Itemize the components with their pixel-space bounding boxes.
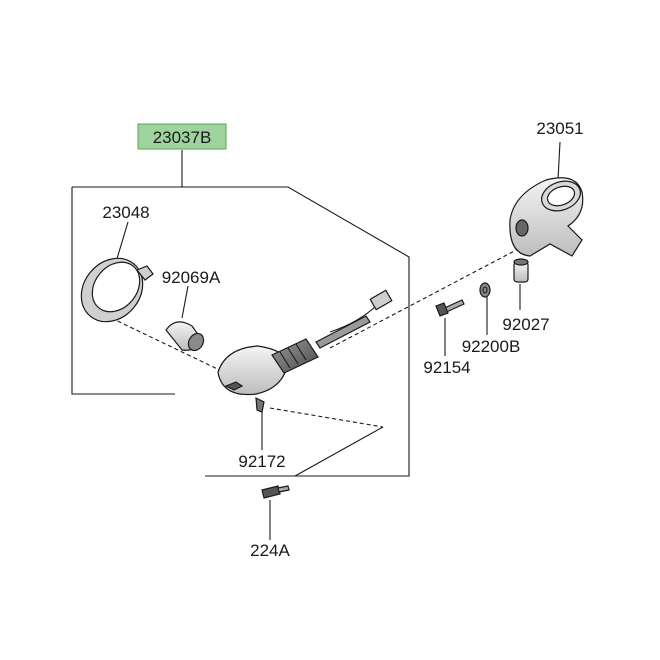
part-label-lens: 23048	[102, 203, 149, 222]
part-label-collar: 92027	[502, 315, 549, 334]
labels: 23037B 23048 92069A 23051 92027 92200B 9…	[102, 119, 583, 560]
signal-housing-part	[217, 289, 393, 396]
part-label-bolt: 92154	[423, 358, 470, 377]
washer-part	[479, 282, 491, 298]
bolt-part	[435, 299, 465, 317]
part-label-bracket: 23051	[536, 119, 583, 138]
part-label-assembly: 23037B	[153, 128, 212, 147]
part-label-bulb: 92069A	[162, 268, 221, 287]
part-label-screw-lens: 92172	[238, 452, 285, 471]
screw-lens-part	[255, 396, 265, 413]
collar-part	[513, 258, 529, 283]
bulb-part	[165, 321, 205, 352]
assembly-outline	[71, 150, 410, 477]
bracket-part	[509, 177, 584, 257]
leader-lines	[104, 141, 561, 540]
part-label-screw-bottom: 224A	[250, 541, 290, 560]
lens-part	[80, 257, 154, 323]
screw-bottom-part	[261, 485, 290, 499]
assembly-label-highlight	[137, 123, 227, 150]
part-label-washer: 92200B	[462, 337, 521, 356]
